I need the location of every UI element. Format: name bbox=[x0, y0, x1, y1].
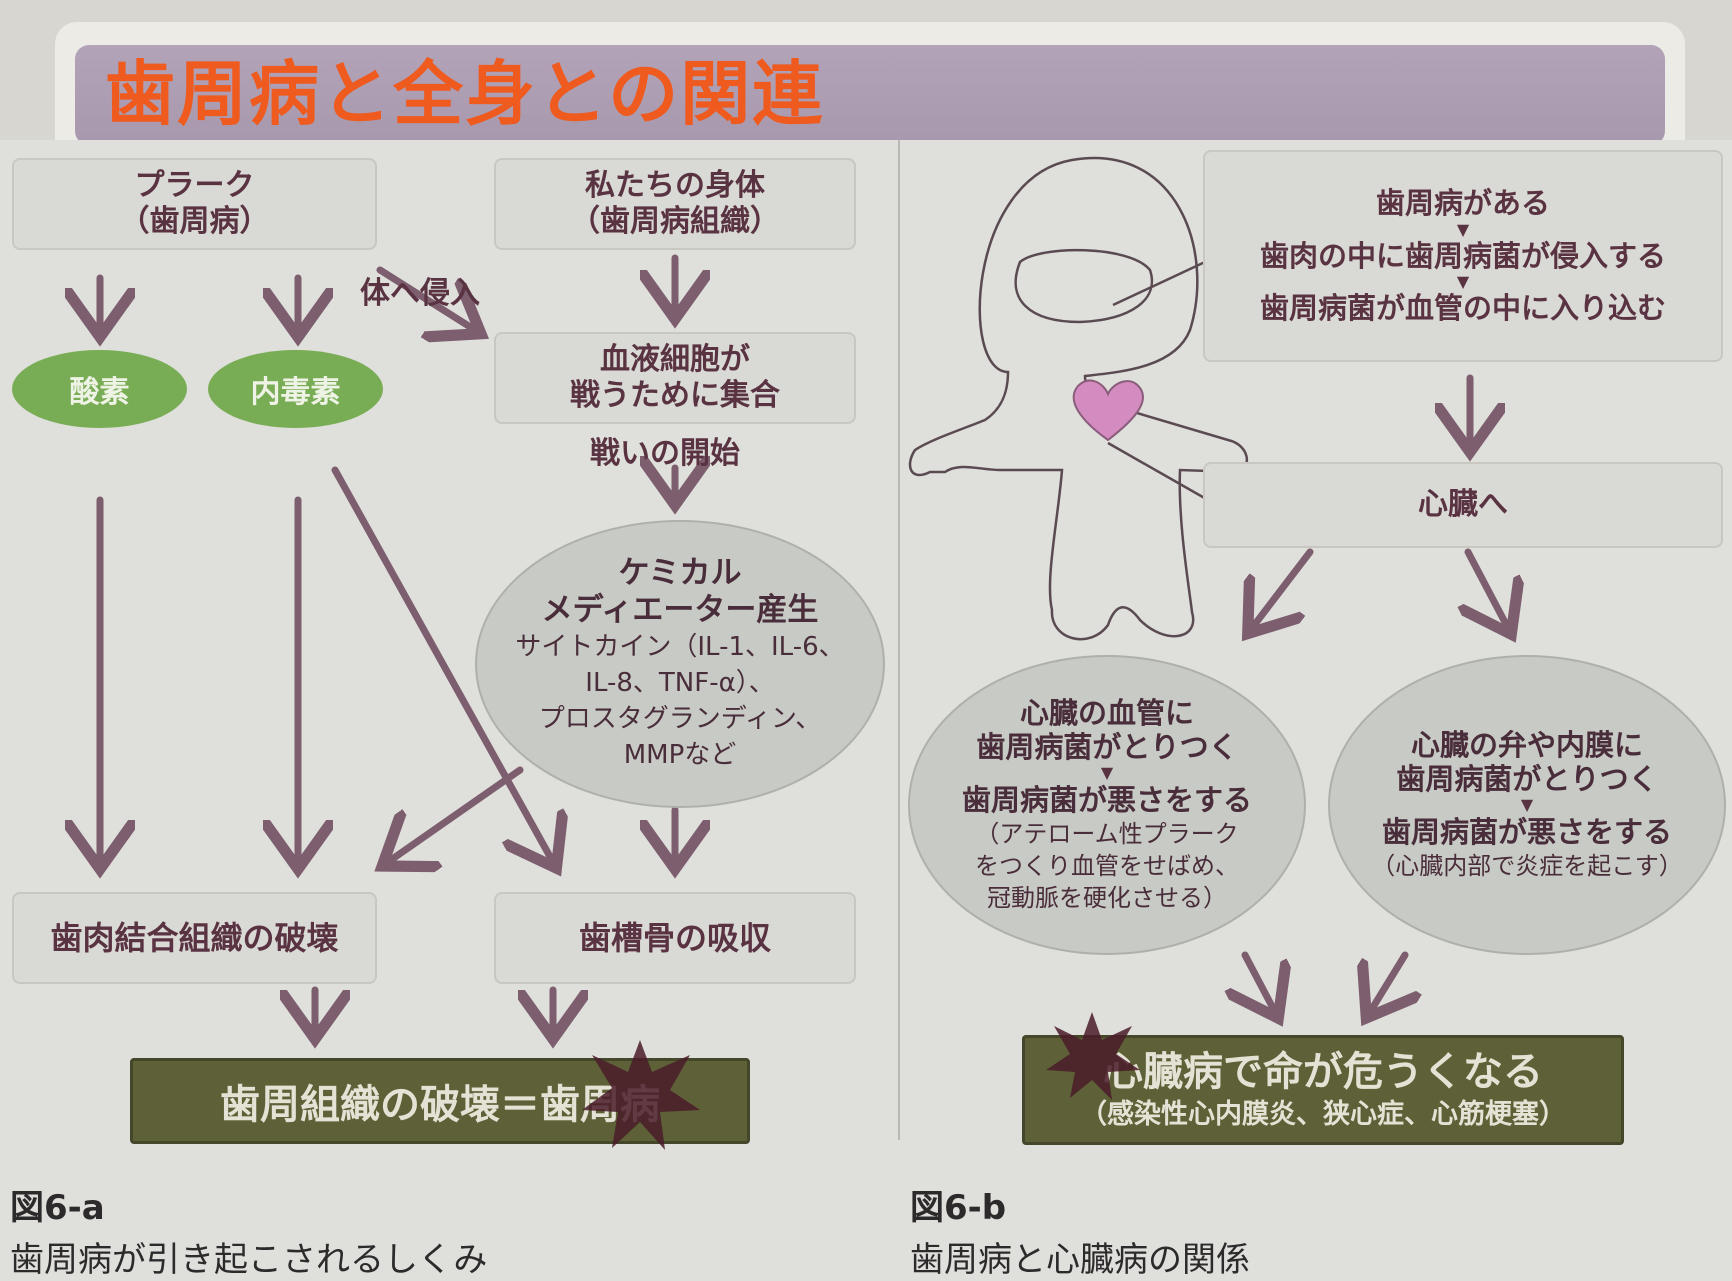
right-bubble-title-2: 歯周病菌がとりつく bbox=[1396, 762, 1658, 796]
chemical-detail-4: MMPなど bbox=[623, 740, 737, 770]
left-bubble-title-1: 心臓の血管に bbox=[1019, 696, 1194, 730]
down-triangle-icon: ▼ bbox=[1520, 795, 1534, 814]
step-1-label: 歯周病がある bbox=[1375, 185, 1550, 220]
blood-cells-sub-label: 戦うために集合 bbox=[570, 378, 780, 413]
arrow-invade bbox=[376, 266, 475, 330]
down-triangle-icon: ▼ bbox=[1456, 272, 1470, 292]
caption-b: 歯周病と心臓病の関係 bbox=[910, 1240, 1250, 1280]
invade-label: 体へ侵入 bbox=[360, 276, 480, 311]
chemical-title-2: メディエーター産生 bbox=[541, 592, 819, 628]
heart-valve-bubble: 心臓の弁や内膜に 歯周病菌がとりつく ▼ 歯周病菌が悪さをする （心臓内部で炎症… bbox=[1328, 655, 1726, 955]
blood-cells-box: 血液細胞が 戦うために集合 bbox=[494, 332, 856, 424]
arrow-right-result bbox=[1370, 951, 1405, 1012]
left-bubble-title-2: 歯周病菌がとりつく bbox=[976, 730, 1238, 764]
battle-label: 戦いの開始 bbox=[590, 436, 740, 471]
right-bubble-effect: 歯周病菌が悪さをする bbox=[1381, 815, 1672, 849]
left-bubble-effect: 歯周病菌が悪さをする bbox=[961, 783, 1252, 817]
heart-icon bbox=[1072, 379, 1144, 442]
right-bubble-detail-1: （心臓内部で炎症を起こす） bbox=[1371, 852, 1683, 880]
body-label: 私たちの身体 bbox=[585, 168, 765, 203]
result-b-sub-label: （感染性心内膜炎、狭心症、心筋梗塞） bbox=[1080, 1099, 1566, 1130]
body-sub-label: （歯周病組織） bbox=[570, 204, 780, 239]
plaque-label: プラーク bbox=[134, 168, 255, 203]
down-triangle-icon: ▼ bbox=[1100, 763, 1114, 782]
title-bar bbox=[75, 45, 1665, 145]
chemical-mediator-bubble: ケミカル メディエーター産生 サイトカイン（IL-1、IL-6、 IL-8、TN… bbox=[475, 520, 885, 808]
heart-vessel-bubble: 心臓の血管に 歯周病菌がとりつく ▼ 歯周病菌が悪さをする （アテローム性プラー… bbox=[908, 655, 1306, 955]
right-bubble-title-1: 心臓の弁や内膜に bbox=[1410, 728, 1643, 762]
left-bubble-detail-2: をつくり血管をせばめ、 bbox=[975, 852, 1239, 880]
caption-id-b: 図6-b bbox=[910, 1188, 1007, 1228]
page-title: 歯周病と全身との関連 bbox=[105, 53, 825, 135]
chemical-title-1: ケミカル bbox=[618, 555, 742, 591]
caption-id-a: 図6-a bbox=[10, 1188, 105, 1228]
bone-resorption-box: 歯槽骨の吸収 bbox=[494, 892, 856, 984]
arrow-left-result bbox=[1245, 951, 1275, 1012]
plaque-sub-label: （歯周病） bbox=[119, 204, 270, 239]
arrow-chem-gum bbox=[388, 766, 524, 862]
acid-pill: 酸素 bbox=[12, 350, 187, 428]
result-b-label: 心臓病で命が危うくなる bbox=[1103, 1049, 1543, 1095]
plaque-box: プラーク （歯周病） bbox=[12, 158, 377, 250]
gum-destruction-box: 歯肉結合組織の破壊 bbox=[12, 892, 377, 984]
caption-a: 歯周病が引き起こされるしくみ bbox=[10, 1240, 488, 1280]
chemical-detail-1: サイトカイン（IL-1、IL-6、 bbox=[515, 632, 845, 662]
left-bubble-detail-1: （アテローム性プラーク bbox=[975, 820, 1239, 848]
arrow-heart-left bbox=[1252, 548, 1314, 628]
arrow-toxin-bone bbox=[331, 466, 553, 862]
panel-divider bbox=[898, 140, 900, 1140]
endotoxin-pill: 内毒素 bbox=[208, 350, 383, 428]
body-box: 私たちの身体 （歯周病組織） bbox=[494, 158, 856, 250]
left-bubble-detail-3: 冠動脈を硬化させる） bbox=[987, 884, 1227, 912]
chemical-detail-3: プロスタグランディン、 bbox=[538, 704, 822, 734]
arrow-heart-right bbox=[1468, 548, 1508, 628]
down-triangle-icon: ▼ bbox=[1456, 219, 1470, 239]
infection-steps-box: 歯周病がある ▼ 歯肉の中に歯周病菌が侵入する ▼ 歯周病菌が血管の中に入り込む bbox=[1203, 150, 1723, 362]
step-2-label: 歯肉の中に歯周病菌が侵入する bbox=[1259, 238, 1666, 273]
to-heart-box: 心臓へ bbox=[1203, 462, 1723, 548]
step-3-label: 歯周病菌が血管の中に入り込む bbox=[1259, 291, 1666, 326]
result-box-b: 心臓病で命が危うくなる （感染性心内膜炎、狭心症、心筋梗塞） bbox=[1022, 1035, 1624, 1145]
child-figure-icon bbox=[908, 156, 1249, 641]
blood-cells-label: 血液細胞が bbox=[600, 342, 750, 377]
chemical-detail-2: IL-8、TNF-α）、 bbox=[585, 668, 775, 698]
